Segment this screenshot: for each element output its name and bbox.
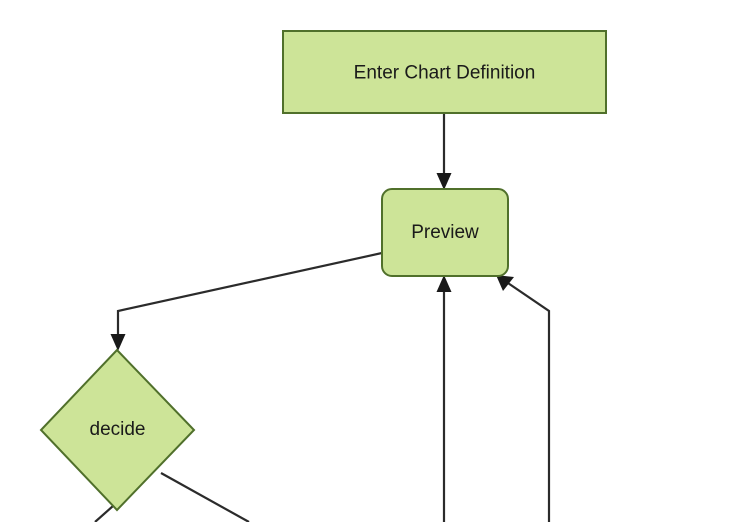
arrowhead-icon	[110, 334, 126, 351]
edge-line	[504, 280, 551, 522]
edge-bottom-right-to-preview	[496, 275, 551, 522]
edge-line	[94, 505, 114, 522]
edge-bottom-center-to-preview	[436, 275, 452, 522]
node-shape-rectangle[interactable]	[282, 30, 607, 114]
arrowhead-icon	[496, 275, 514, 291]
node-preview[interactable]: Preview	[381, 188, 509, 277]
node-shape-diamond[interactable]	[39, 348, 196, 512]
node-enter-chart-definition[interactable]: Enter Chart Definition	[282, 30, 607, 114]
edge-preview-to-decide	[110, 251, 383, 351]
edge-enter-to-preview	[436, 113, 452, 190]
node-label-enter-chart-definition: Enter Chart Definition	[354, 63, 536, 84]
arrowhead-icon	[436, 173, 452, 190]
edge-decide-right-out	[160, 472, 250, 522]
node-shape-rounded-rectangle[interactable]	[381, 188, 509, 277]
node-decide[interactable]: decide	[39, 348, 196, 512]
edge-decide-bottom-out	[94, 505, 114, 522]
node-label-decide: decide	[90, 419, 146, 440]
arrowhead-icon	[436, 275, 452, 292]
edge-line	[116, 251, 383, 341]
node-label-preview: Preview	[411, 222, 479, 243]
edge-line	[160, 472, 250, 522]
